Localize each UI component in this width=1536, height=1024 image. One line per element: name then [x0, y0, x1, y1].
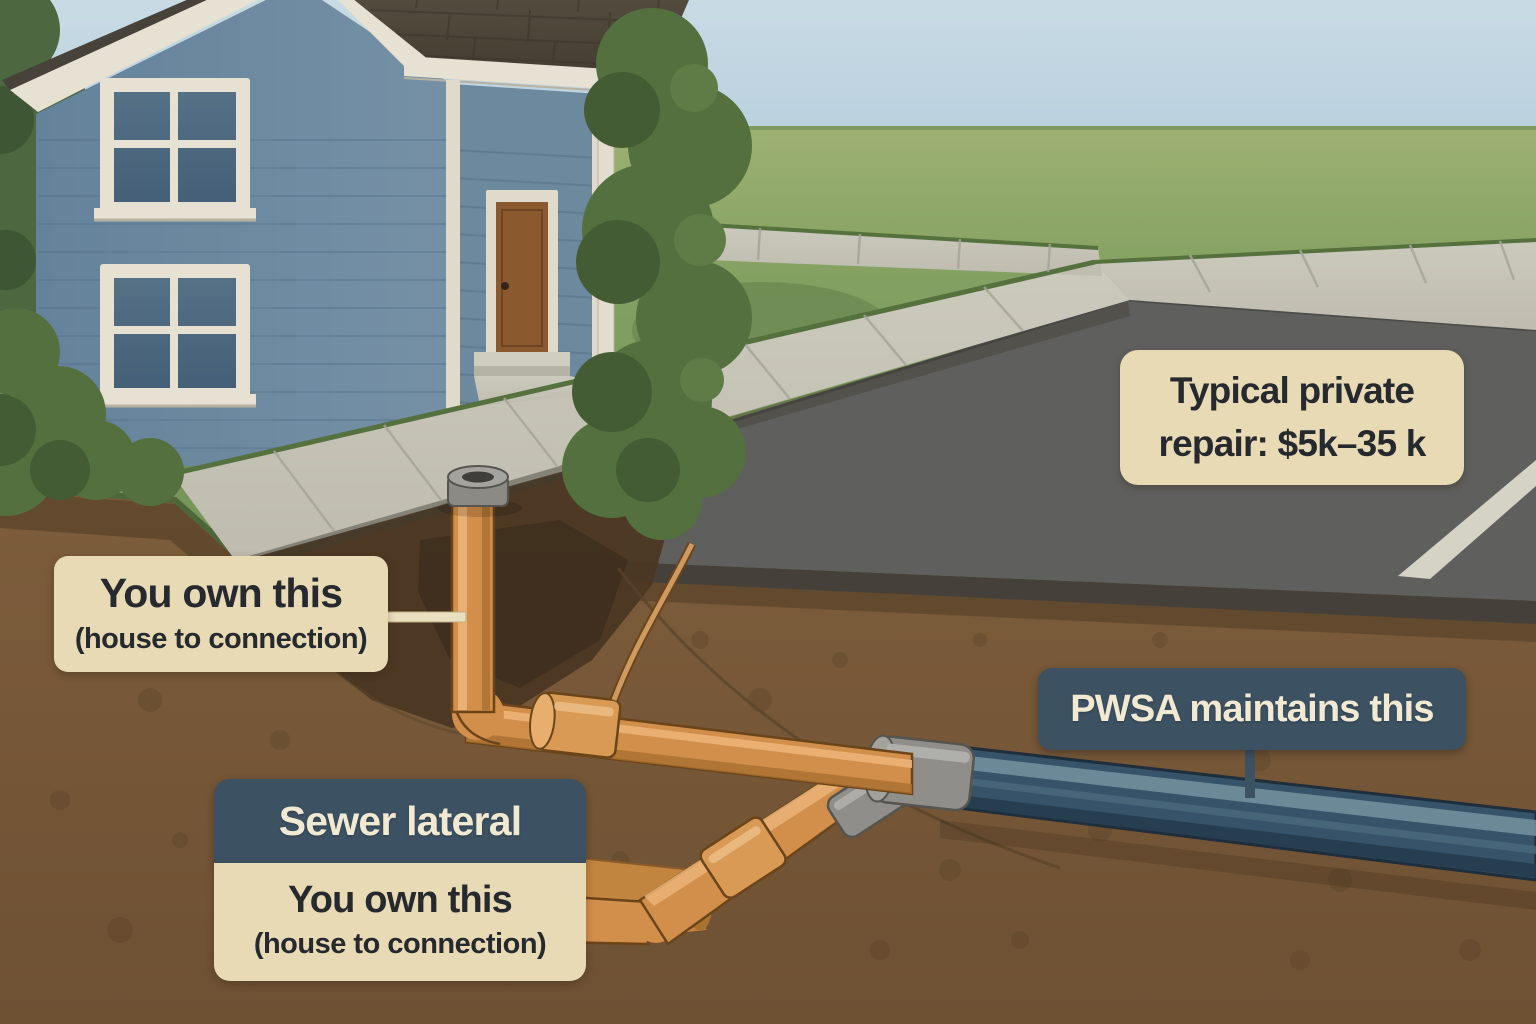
door-step — [474, 352, 570, 376]
pipe-coupling-upper — [529, 691, 622, 759]
house — [0, 0, 689, 467]
connector-pwsa — [1245, 742, 1255, 798]
horizon-line — [0, 126, 1536, 130]
label-sewer-lateral: Sewer lateral You own this (house to con… — [214, 779, 586, 981]
label-typical-repair: Typical private repair: $5k–35 k — [1120, 350, 1464, 486]
label-sewer-lateral-header: Sewer lateral — [214, 779, 586, 863]
label-typical-repair-line1: Typical private — [1169, 370, 1415, 411]
connector-own-top — [383, 611, 467, 623]
eave-fascia — [404, 56, 656, 92]
label-owner-top-title: You own this — [99, 570, 343, 616]
door-knob — [501, 282, 509, 290]
label-typical-repair-line2: repair: $5k–35 k — [1158, 422, 1427, 464]
gable-fascia-left — [10, 0, 258, 112]
window-lower — [94, 264, 256, 408]
sewer-main-pipe — [932, 742, 1536, 910]
label-pwsa-text: PWSA maintains this — [1070, 687, 1434, 730]
root-line-core — [611, 542, 695, 701]
soil-speckles — [50, 611, 1481, 970]
label-owner-top-subtitle: (house to connection) — [74, 623, 368, 655]
label-owner-top: You own this (house to connection) — [54, 556, 388, 672]
door — [486, 190, 558, 362]
grass-lip-3 — [657, 220, 1099, 250]
road-edge-face — [622, 562, 1536, 624]
cleanout — [438, 465, 522, 517]
gable-fascia-right — [338, 0, 434, 70]
corner-trim-front — [446, 80, 460, 466]
label-sewer-lateral-body: You own this (house to connection) — [214, 863, 586, 981]
bush-right — [562, 8, 752, 540]
road-lane-stripe — [1398, 460, 1536, 579]
bush-left — [0, 308, 184, 516]
grass-lip-2 — [1094, 238, 1536, 264]
sidewalk-joints — [273, 227, 1516, 532]
label-sewer-lateral-subtitle: (house to connection) — [253, 928, 547, 960]
pipe-coupling-lower — [699, 816, 787, 899]
label-pwsa: PWSA maintains this — [1038, 668, 1466, 750]
label-sewer-lateral-title: You own this — [287, 879, 513, 921]
window-upper — [94, 78, 256, 222]
walkway-rear — [658, 222, 1102, 276]
sidewalk-right — [1095, 240, 1536, 330]
sewer-lateral-upper — [450, 496, 914, 796]
